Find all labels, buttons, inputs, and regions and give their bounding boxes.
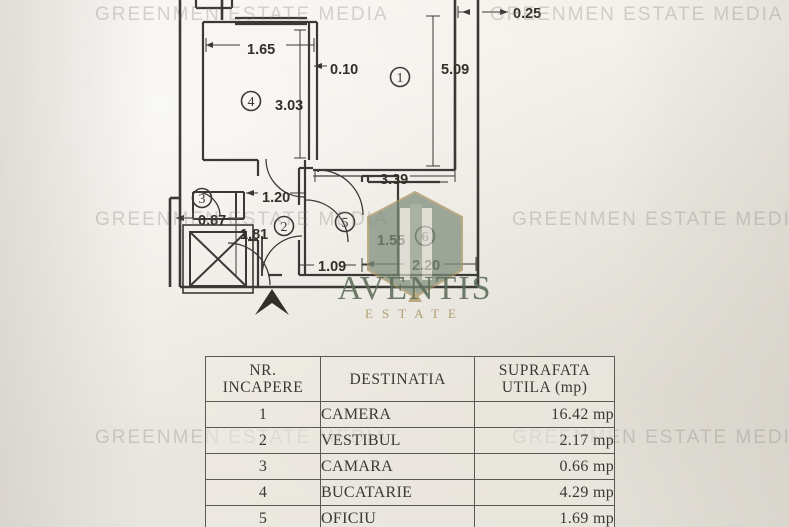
room-number-label: 2 <box>281 220 288 235</box>
cell-suprafata: 4.29 mp <box>474 479 615 506</box>
dimension-label: 1.55 <box>377 233 405 249</box>
table-header-row: NR. INCAPERE DESTINATIA SUPRAFATA UTILA … <box>204 356 615 402</box>
cell-destinatia: VESTIBUL <box>320 427 476 454</box>
cell-destinatia: CAMERA <box>320 401 476 428</box>
room-number-circle <box>389 66 411 88</box>
room-number-circle <box>240 90 262 112</box>
cell-destinatia: CAMARA <box>320 453 476 480</box>
cell-suprafata: 2.17 mp <box>474 427 615 454</box>
room-schedule-table: NR. INCAPERE DESTINATIA SUPRAFATA UTILA … <box>204 356 615 527</box>
dimension-label-group: 0.25 1.65 0.10 5.09 3.03 3.39 1.20 0.87 1.81 1.55… <box>198 6 541 275</box>
cell-nr: 5 <box>204 505 322 527</box>
room-number-label: 5 <box>342 216 349 231</box>
room-number-label: 3 <box>199 192 206 207</box>
cell-suprafata: 1.69 mp <box>474 505 615 527</box>
scan-shadow-right <box>619 0 789 527</box>
cell-nr: 1 <box>204 401 322 428</box>
header-nr-line2: INCAPERE <box>222 379 304 396</box>
dimension-label: 0.10 <box>330 62 358 78</box>
header-nr-line1: NR. <box>249 362 277 379</box>
cell-nr: 3 <box>204 453 322 480</box>
cell-nr: 4 <box>204 479 322 506</box>
cell-destinatia: OFICIU <box>320 505 476 527</box>
cell-suprafata: 16.42 mp <box>474 401 615 428</box>
header-suprafata-line2: UTILA (mp) <box>501 379 588 396</box>
dimension-label: 3.03 <box>275 98 303 114</box>
dimension-label: 0.25 <box>513 6 541 22</box>
dimension-label: 1.20 <box>262 190 290 206</box>
room-number-label: 1 <box>397 71 404 86</box>
dimension-label: 3.39 <box>380 172 408 188</box>
cell-nr: 2 <box>204 427 322 454</box>
dimension-label: 5.09 <box>441 62 469 78</box>
room-number-group: 1 2 3 4 5 6 <box>191 66 436 247</box>
north-arrow-icon <box>255 289 289 315</box>
room-number-circle <box>191 187 213 209</box>
room-number-label: 4 <box>248 95 255 110</box>
cell-suprafata: 0.66 mp <box>474 453 615 480</box>
dimension-label: 1.09 <box>318 259 346 275</box>
room-number-label: 6 <box>422 230 429 245</box>
dimension-label: 1.81 <box>240 227 268 243</box>
room-number-circle <box>273 215 295 237</box>
header-suprafata: SUPRAFATA UTILA (mp) <box>474 356 615 402</box>
room-number-circle <box>334 211 356 233</box>
dimension-label: 0.87 <box>198 213 226 229</box>
header-suprafata-line1: SUPRAFATA <box>498 362 591 379</box>
header-nr-incapere: NR. INCAPERE <box>204 356 322 402</box>
header-destinatia: DESTINATIA <box>320 356 476 402</box>
dimension-label: 2.20 <box>412 258 440 274</box>
dimension-label: 1.65 <box>247 42 275 58</box>
cell-destinatia: BUCATARIE <box>320 479 476 506</box>
scan-shadow-left <box>0 0 150 527</box>
